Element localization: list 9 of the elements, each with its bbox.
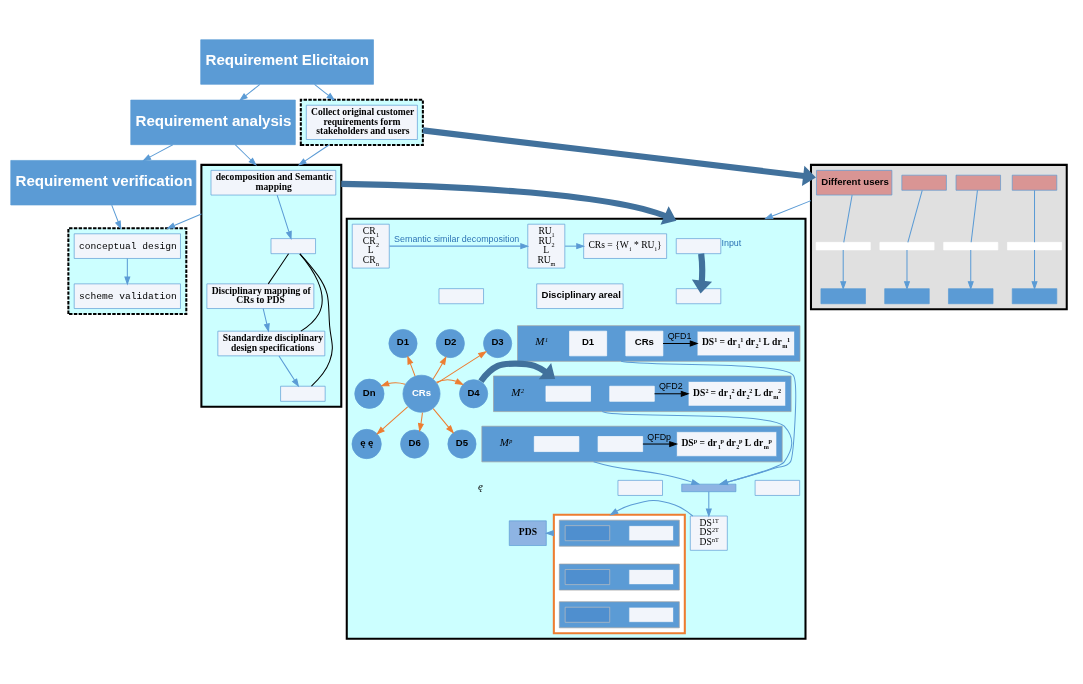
edge-label: Semantic similar decomposition [394,233,520,244]
label: M$^{1}$ [535,335,549,348]
edge-label: QFD1 [667,330,692,341]
label: M$^{p}$ [499,435,513,448]
label: M$^{2}$ [511,385,525,398]
edge-label: QFDp [647,431,672,442]
edge-label: QFD2 [658,381,683,392]
label: ę [478,479,483,492]
edge-label: Input [721,238,742,249]
